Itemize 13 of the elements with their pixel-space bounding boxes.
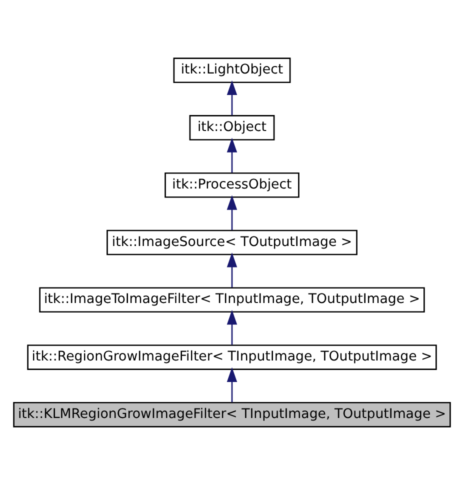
node-box: itk::Object [189,115,275,140]
arrow [226,310,238,345]
arrow [226,138,238,173]
node-box: itk::ImageSource< TOutputImage > [106,230,358,256]
node-box: itk::ProcessObject [164,172,300,198]
node-box: itk::RegionGrowImageFilter< TInputImage, TOutputImage > [27,344,437,370]
node-box: itk::ImageToImageFilter< TInputImage, TOutputImage > [39,287,425,313]
node-box: itk::LightObject [173,58,291,84]
arrow [226,80,238,116]
node-box: itk::KLMRegionGrowImageFilter< TInputImage, TOutputImage > [13,402,451,428]
arrow [226,195,238,230]
arrow [226,252,238,288]
arrow [226,367,238,402]
